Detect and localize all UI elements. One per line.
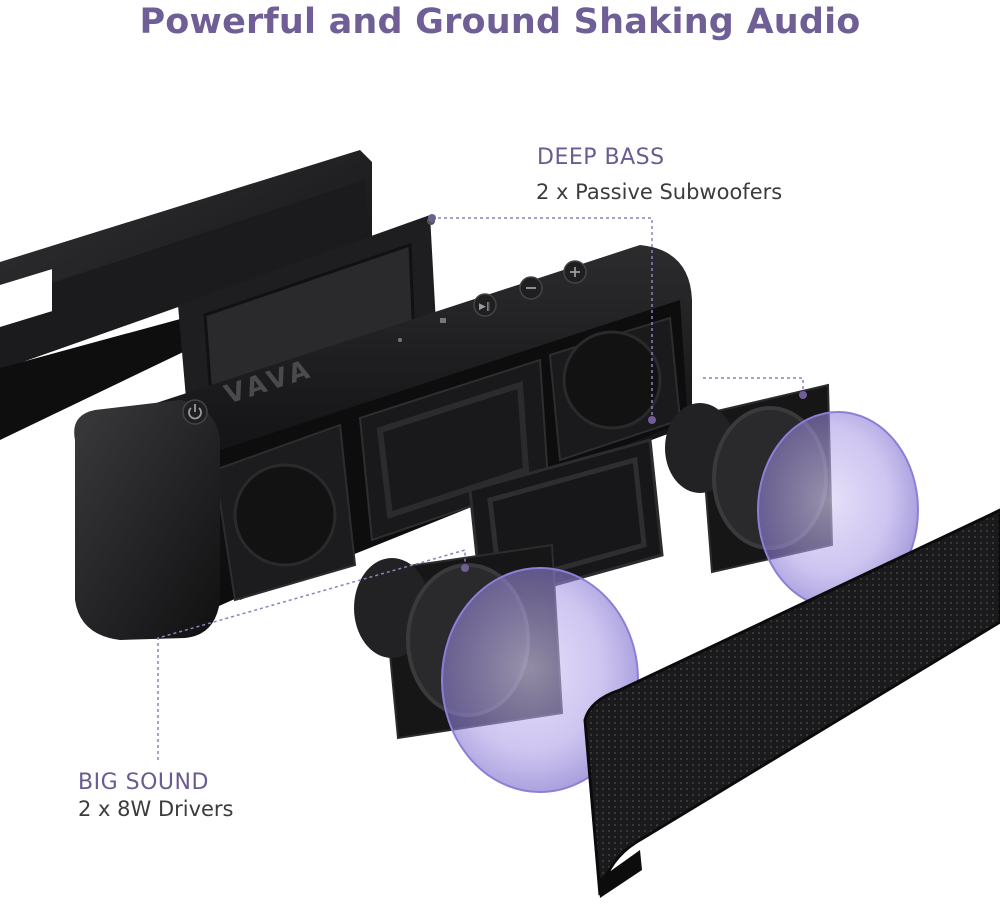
power-icon	[188, 404, 202, 420]
led-indicator-icon	[398, 318, 446, 342]
control-buttons: ▶‖	[182, 260, 587, 425]
front-mesh-grille	[583, 508, 1000, 898]
deep-bass-leader	[428, 214, 807, 424]
page-headline: Powerful and Ground Shaking Audio	[139, 2, 861, 42]
big-sound-leader	[157, 549, 469, 760]
power-button[interactable]	[182, 399, 208, 425]
play-pause-button[interactable]: ▶‖	[473, 293, 497, 317]
driver-left	[354, 543, 639, 793]
back-shell	[0, 150, 372, 440]
volume-up-button[interactable]	[563, 260, 587, 284]
play-pause-icon: ▶‖	[479, 302, 490, 312]
deep-bass-title: DEEP BASS	[537, 145, 665, 170]
deep-bass-subtitle: 2 x Passive Subwoofers	[536, 180, 783, 204]
big-sound-title: BIG SOUND	[78, 770, 209, 795]
plus-icon	[570, 267, 580, 277]
speaker-body: VAVA	[74, 245, 692, 640]
volume-down-button[interactable]	[519, 276, 543, 300]
big-sound-subtitle: 2 x 8W Drivers	[78, 797, 234, 821]
driver-right	[665, 383, 919, 609]
